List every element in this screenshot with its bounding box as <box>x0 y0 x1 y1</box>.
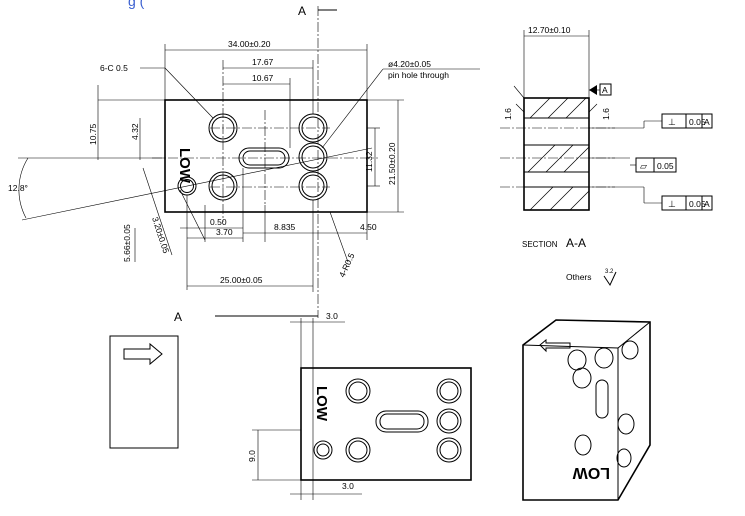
dim-10-75: 10.75 <box>88 123 98 145</box>
right-arrow-icon <box>123 342 163 366</box>
section-mark-top: A <box>298 4 306 18</box>
top-partial-label: g ( <box>128 0 145 9</box>
bottom-engraving-low: LOW <box>313 386 330 422</box>
iso-engraving-low: LOW <box>572 464 610 481</box>
tol-bot-datum: A <box>704 199 710 209</box>
dim-8-835: 8.835 <box>274 222 296 232</box>
iso-arrow-icon <box>539 338 571 353</box>
chamfer-right: 1.6 <box>601 108 611 120</box>
tol-mid-value: 0.05 <box>657 161 674 171</box>
bottom-view: 3.0 3.0 9.0 LOW <box>247 311 472 500</box>
others-note: Others <box>566 272 592 282</box>
direction-card <box>109 335 179 449</box>
dim-4-32: 4.32 <box>130 123 140 140</box>
section-view: 12.70±0.10 A 1.6 1.6 ⊥ 0.05 A ▱ 0.05 <box>500 25 713 287</box>
radius-note: 4-R0.5 <box>337 251 357 279</box>
tol-bot-symbol: ⊥ <box>668 199 676 209</box>
chamfer-left: 1.6 <box>503 108 513 120</box>
dim-3-70: 3.70 <box>216 227 233 237</box>
section-title-letter: A-A <box>566 236 586 250</box>
front-view-outline <box>164 99 368 213</box>
dim-overall-width: 34.00±0.20 <box>228 39 271 49</box>
tol-top-symbol: ⊥ <box>668 117 676 127</box>
dim-3-20: 3.20±0.05 <box>150 216 171 255</box>
front-view: A A LOW 34.00±0.20 17.67 10.67 <box>8 4 480 324</box>
section-datum: A <box>602 85 608 95</box>
tol-top-datum: A <box>704 117 710 127</box>
bottom-dim-left: 9.0 <box>247 450 257 462</box>
dim-0-50: 0.50 <box>210 217 227 227</box>
isometric-view: LOW <box>522 319 651 501</box>
dim-11-32: 11.32 <box>364 151 374 172</box>
section-thickness: 12.70±0.10 <box>528 25 571 35</box>
pin-hole-note: pin hole through <box>388 70 449 80</box>
section-title: SECTION <box>522 240 558 249</box>
bottom-dim-top: 3.0 <box>326 311 338 321</box>
dim-25: 25.00±0.05 <box>220 275 263 285</box>
front-engraving-low: LOW <box>176 148 193 184</box>
dim-5-66: 5.66±0.05 <box>122 224 132 262</box>
dim-angle: 12.8° <box>8 183 28 193</box>
tol-top-value: 0.05 <box>689 117 706 127</box>
dim-4-50: 4.50 <box>360 222 377 232</box>
tol-mid-symbol: ▱ <box>640 161 647 171</box>
pin-hole-dia: ø4.20±0.05 <box>388 59 431 69</box>
dim-span-inner: 10.67 <box>252 73 274 83</box>
dim-span-outer: 17.67 <box>252 57 274 67</box>
chamfer-note: 6-C 0.5 <box>100 63 128 73</box>
tol-bot-value: 0.05 <box>689 199 706 209</box>
bottom-dim-bottom: 3.0 <box>342 481 354 491</box>
roughness-value: 3.2 <box>605 269 614 275</box>
section-mark-bottom: A <box>174 310 182 324</box>
dim-height: 21.50±0.20 <box>387 142 397 185</box>
